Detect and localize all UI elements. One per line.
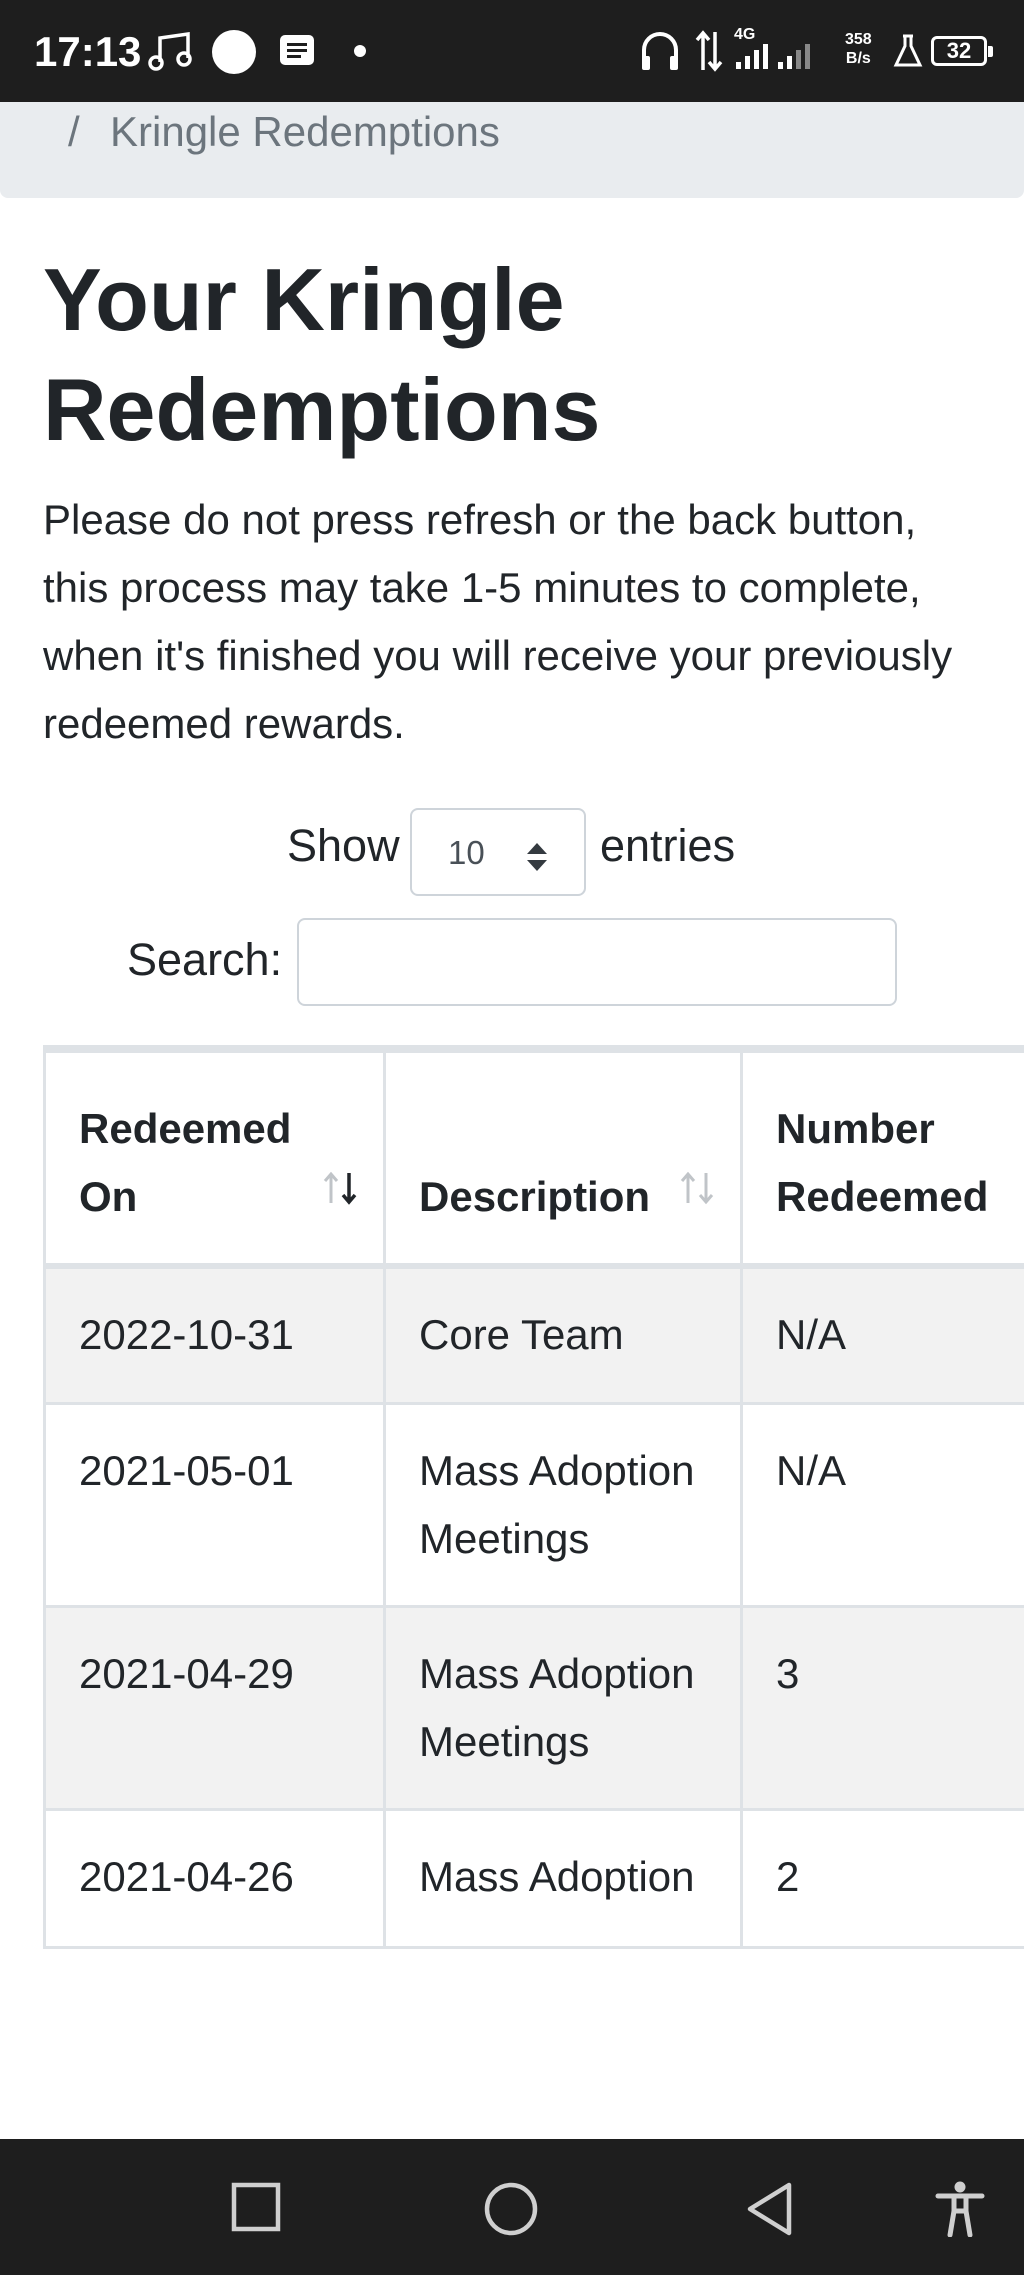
signal-icon: [736, 44, 810, 69]
search-label: Search:: [127, 934, 283, 985]
sort-descending-icon: [323, 1171, 357, 1205]
breadcrumb: / Kringle Redemptions: [0, 102, 1024, 198]
accessibility-icon[interactable]: [935, 2181, 985, 2237]
column-header-description[interactable]: Description: [383, 1050, 743, 1269]
cell-number-redeemed: 2: [740, 1808, 1024, 1949]
signal-type-label: 4G: [734, 26, 756, 43]
table-header-row: Redeemed On Description Number Redeemed: [43, 1050, 1024, 1269]
back-icon[interactable]: [744, 2181, 794, 2237]
column-header-label: Description: [419, 1172, 651, 1220]
dot-icon: [354, 45, 366, 57]
entries-label: entries: [600, 820, 736, 871]
status-time: 17:13: [34, 28, 142, 75]
cell-redeemed-on: 2021-04-26: [43, 1808, 386, 1949]
music-notes-icon: [148, 32, 192, 71]
cell-description: Mass Adoption Meetings: [383, 1605, 743, 1811]
home-icon[interactable]: [483, 2181, 539, 2237]
search-input[interactable]: [297, 918, 897, 1006]
redemptions-table-container[interactable]: Redeemed On Description Number Redeemed: [43, 1045, 1024, 2139]
battery-level: 32: [946, 38, 972, 63]
cell-description: Mass Adoption Meetings: [383, 1402, 743, 1608]
message-icon: [280, 35, 314, 65]
table-row: 2021-04-26 Mass Adoption 2: [43, 1808, 1024, 1949]
page-title: Your Kringle Redemptions: [43, 250, 601, 459]
column-header-redeemed-on[interactable]: Redeemed On: [43, 1050, 386, 1269]
circle-icon: [212, 30, 256, 74]
select-arrows-icon: [527, 843, 547, 871]
breadcrumb-active-item: Kringle Redemptions: [110, 108, 500, 155]
show-label: Show: [287, 820, 400, 871]
page-length-control: Show 10 entries: [0, 808, 1024, 898]
sort-icon: [680, 1171, 714, 1204]
process-notice: Please do not press refresh or the back …: [43, 496, 953, 747]
cell-number-redeemed: N/A: [740, 1264, 1024, 1405]
battery-icon: 32: [931, 36, 993, 66]
column-header-label: Number Redeemed: [776, 1104, 989, 1220]
cell-description: Core Team: [383, 1264, 743, 1405]
column-header-number-redeemed[interactable]: Number Redeemed: [740, 1050, 1024, 1269]
network-speed: 358 B/s: [845, 31, 872, 67]
search-control: Search:: [0, 918, 1024, 1008]
page-length-value: 10: [448, 834, 485, 871]
status-bar: 17:13 4G 358 B/s: [0, 0, 1024, 102]
data-transfer-icon: [695, 30, 723, 72]
flask-icon: [893, 34, 923, 67]
table-row: 2021-05-01 Mass Adoption Meetings N/A: [43, 1402, 1024, 1608]
navigation-bar: [0, 2139, 1024, 2275]
column-header-label: Redeemed On: [79, 1104, 292, 1220]
cell-description: Mass Adoption: [383, 1808, 743, 1949]
recents-icon[interactable]: [230, 2181, 282, 2233]
cell-number-redeemed: N/A: [740, 1402, 1024, 1608]
cell-redeemed-on: 2021-05-01: [43, 1402, 386, 1608]
table-row: 2022-10-31 Core Team N/A: [43, 1264, 1024, 1405]
redemptions-table: Redeemed On Description Number Redeemed: [43, 1050, 1024, 1949]
cell-number-redeemed: 3: [740, 1605, 1024, 1811]
table-row: 2021-04-29 Mass Adoption Meetings 3: [43, 1605, 1024, 1811]
page-length-select[interactable]: 10: [410, 808, 586, 896]
headphones-icon: [642, 32, 678, 70]
breadcrumb-separator: /: [68, 108, 80, 155]
cell-redeemed-on: 2021-04-29: [43, 1605, 386, 1811]
cell-redeemed-on: 2022-10-31: [43, 1264, 386, 1405]
